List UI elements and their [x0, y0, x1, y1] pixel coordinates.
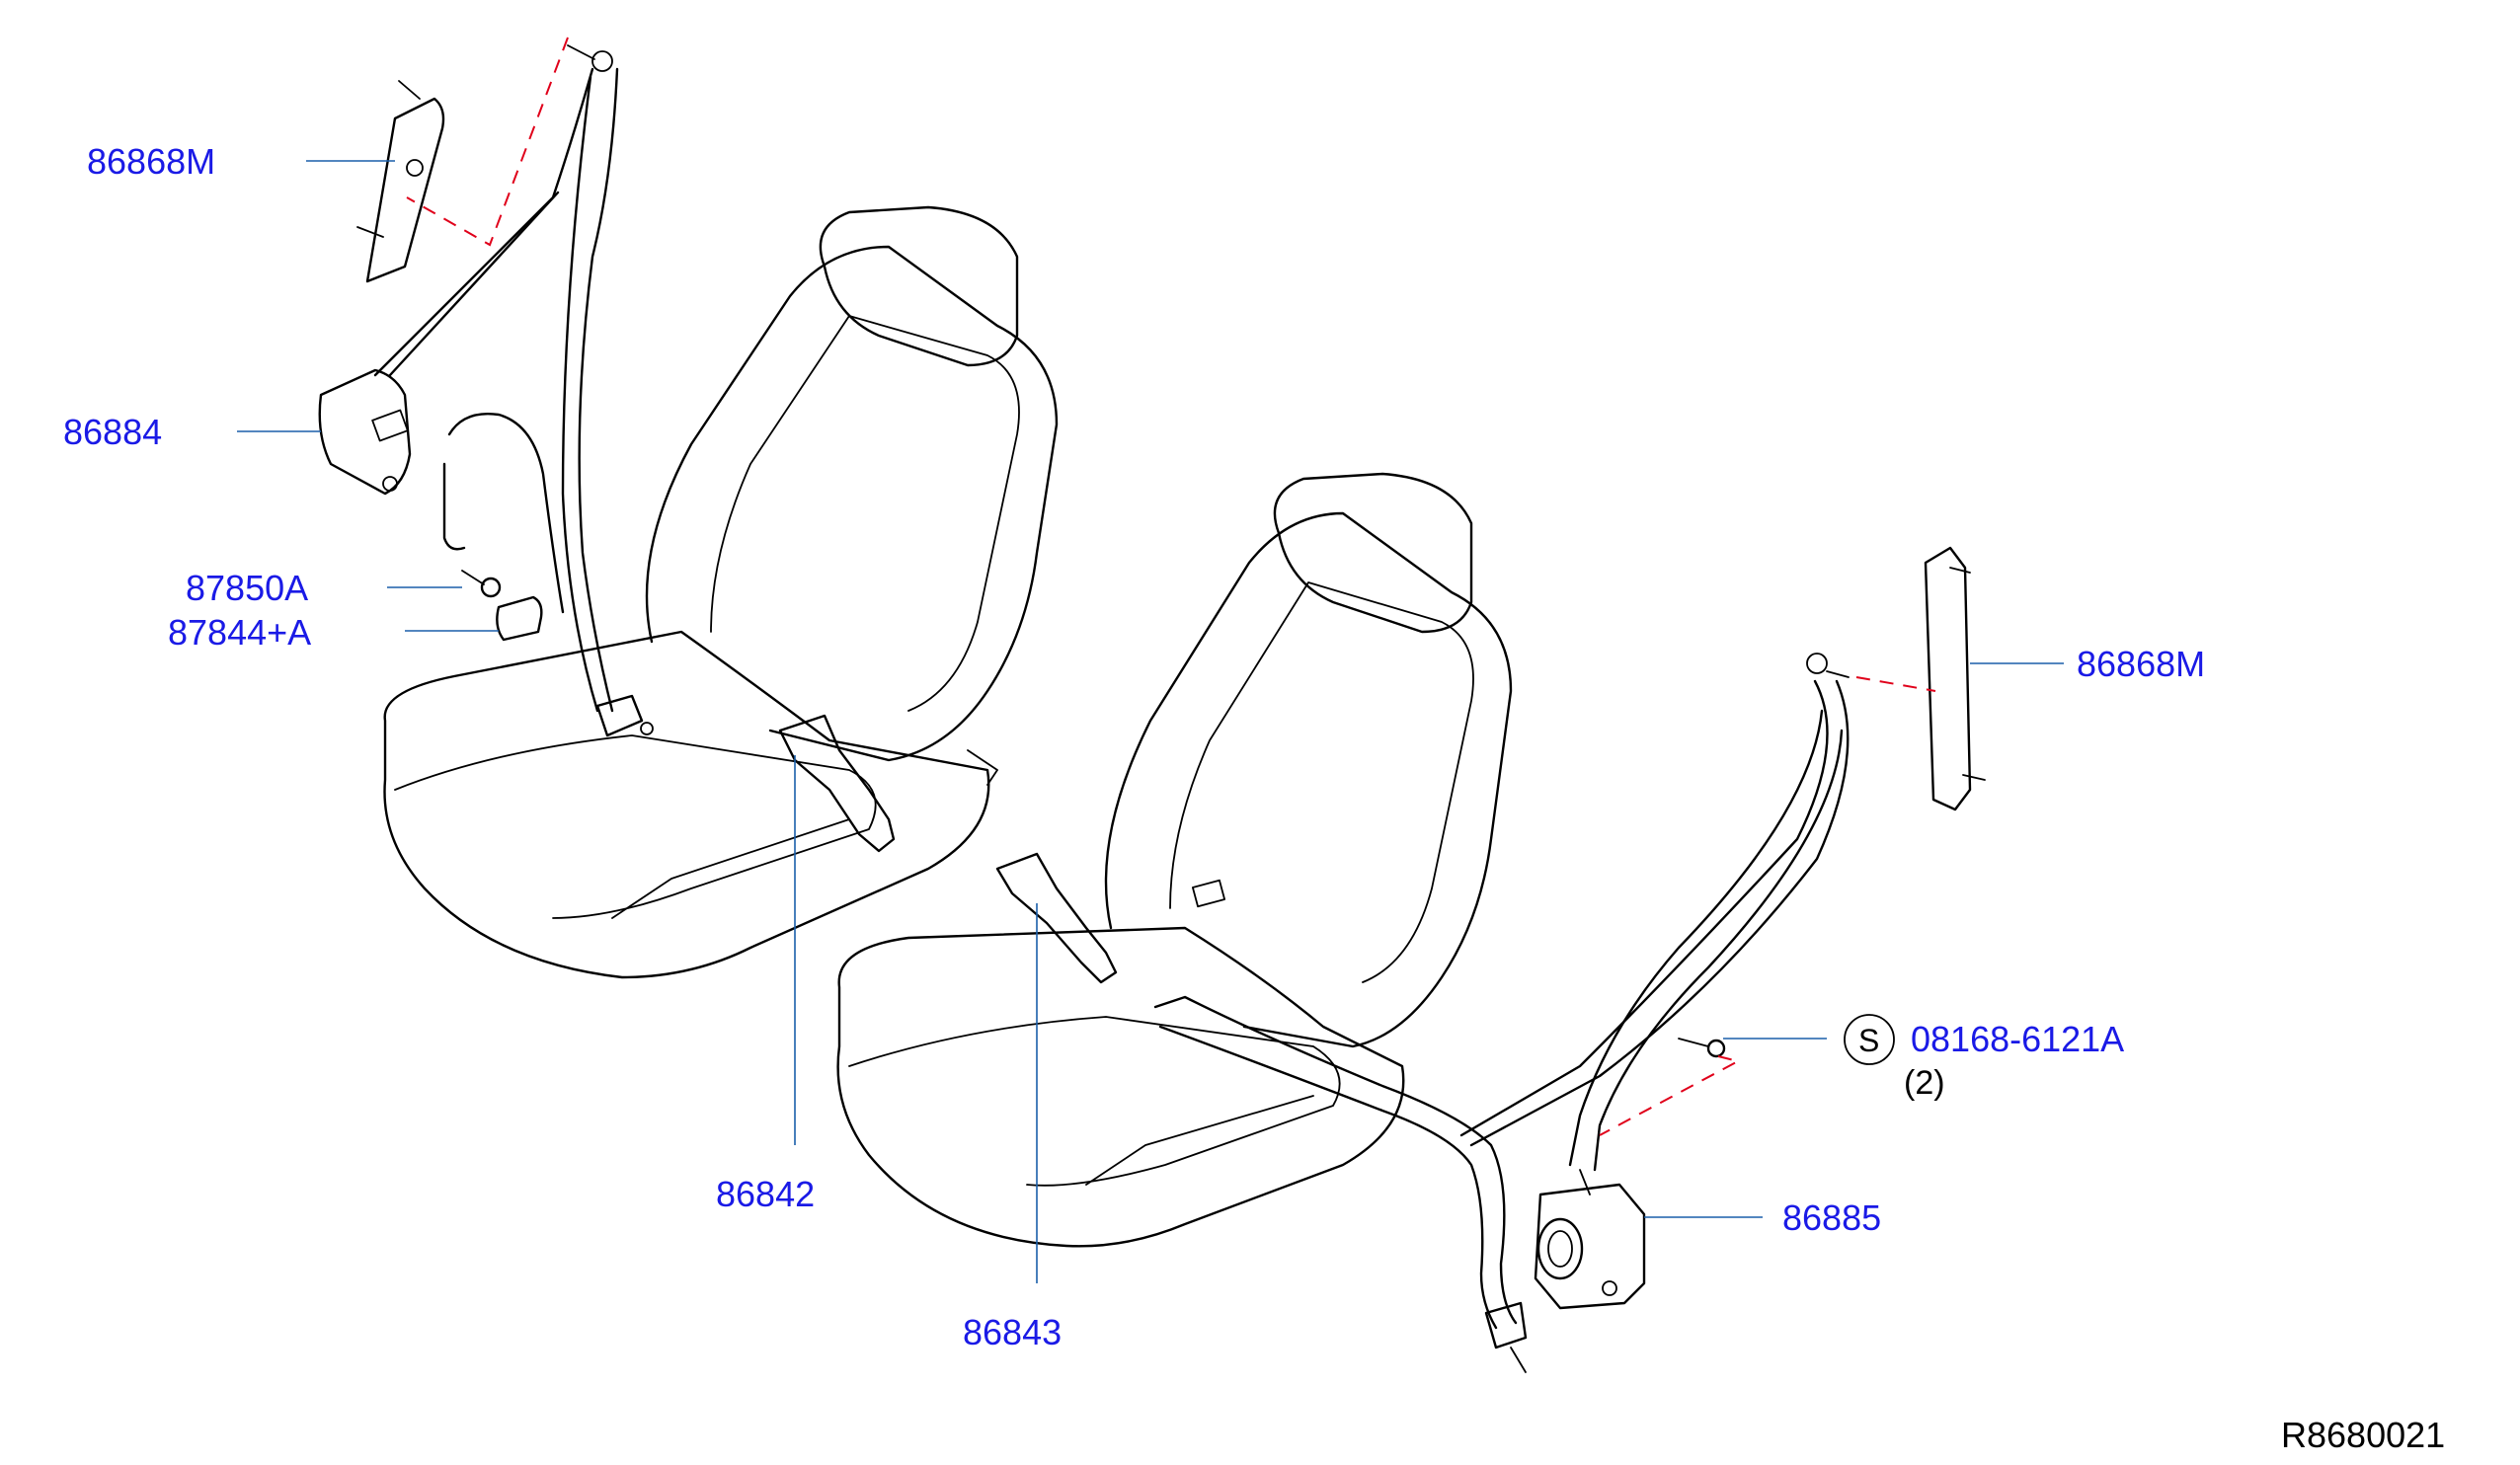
label-87844a: 87844+A [168, 612, 311, 653]
left-belt-assembly [318, 37, 896, 853]
right-belt-assembly [995, 546, 1986, 1373]
part-labels: 86868M 86884 87850A 87844+A 86842 86843 … [63, 141, 2445, 1455]
bolt-87850a [461, 570, 502, 598]
label-87850a: 87850A [186, 568, 308, 608]
label-08168-6121a: 08168-6121A [1911, 1019, 2124, 1059]
right-buckle [995, 852, 1118, 984]
leader-lines [237, 160, 2064, 1283]
right-seat [836, 472, 1513, 1248]
left-upper-anchor-bracket [365, 97, 445, 283]
right-retractor [1534, 1169, 1646, 1310]
cover-87844a [496, 595, 543, 642]
label-s-symbol: S [1858, 1023, 1879, 1058]
left-buckle [778, 714, 896, 853]
label-86885: 86885 [1782, 1197, 1881, 1238]
label-86868m-right: 86868M [2077, 644, 2205, 684]
left-retractor [318, 368, 412, 496]
left-seat [383, 205, 1059, 979]
label-screw-qty: (2) [1904, 1064, 1945, 1102]
label-86842: 86842 [716, 1174, 815, 1214]
label-86884: 86884 [63, 412, 162, 452]
standard-part-circle [1844, 1014, 1895, 1065]
label-86868m-left: 86868M [87, 141, 215, 182]
right-upper-anchor-bracket [1924, 546, 1972, 811]
label-86843: 86843 [963, 1312, 1062, 1352]
drawing-reference: R8680021 [2281, 1415, 2445, 1455]
screw-08168-6121a [1678, 1038, 1726, 1058]
